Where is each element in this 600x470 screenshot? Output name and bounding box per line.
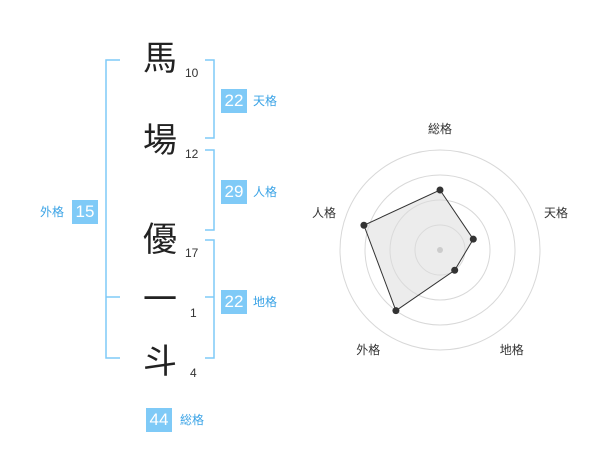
chikaku-label: 地格 [253, 295, 278, 309]
soukaku-value: 44 [146, 408, 172, 432]
name-char-1: 馬 [143, 39, 177, 79]
stroke-count-5: 4 [190, 366, 197, 380]
name-char-4: 一 [143, 280, 177, 320]
name-char-2: 場 [143, 121, 177, 161]
radar-point-4 [392, 307, 400, 315]
radar-point-2 [469, 235, 477, 243]
name-char-5: 斗 [143, 342, 177, 382]
radar-point-1 [436, 186, 444, 194]
stroke-count-2: 12 [185, 147, 199, 161]
stroke-count-3: 17 [185, 246, 199, 260]
radar-axis-label-4: 外格 [356, 342, 381, 357]
radar-ring [339, 149, 541, 351]
radar-axis-label-2: 天格 [544, 206, 569, 221]
radar-point-5 [360, 221, 368, 229]
tenkaku-bracket [205, 59, 215, 139]
radar-axis-label-5: 人格 [311, 206, 336, 221]
chikaku-bracket [205, 239, 215, 359]
tenkaku-label: 天格 [253, 94, 278, 108]
radar-ring [364, 174, 516, 326]
jinkaku-bracket [205, 149, 215, 231]
radar-area [363, 189, 474, 312]
jinkaku-value: 29 [221, 180, 247, 204]
radar-axis-label-3: 地格 [499, 342, 524, 357]
radar-center-dot [437, 247, 443, 253]
soukaku-label: 総格 [180, 413, 205, 427]
outer-bracket [105, 59, 120, 359]
radar-point-3 [451, 266, 459, 274]
name-char-3: 優 [143, 220, 177, 260]
jinkaku-label: 人格 [253, 185, 278, 199]
chikaku-value: 22 [221, 290, 247, 314]
gaikaku-label: 外格 [40, 205, 65, 219]
gaikaku-value: 15 [72, 200, 98, 224]
stroke-count-4: 1 [190, 306, 197, 320]
stroke-count-1: 10 [185, 66, 199, 80]
radar-axis-label-1: 総格 [428, 122, 453, 136]
tenkaku-value: 22 [221, 89, 247, 113]
